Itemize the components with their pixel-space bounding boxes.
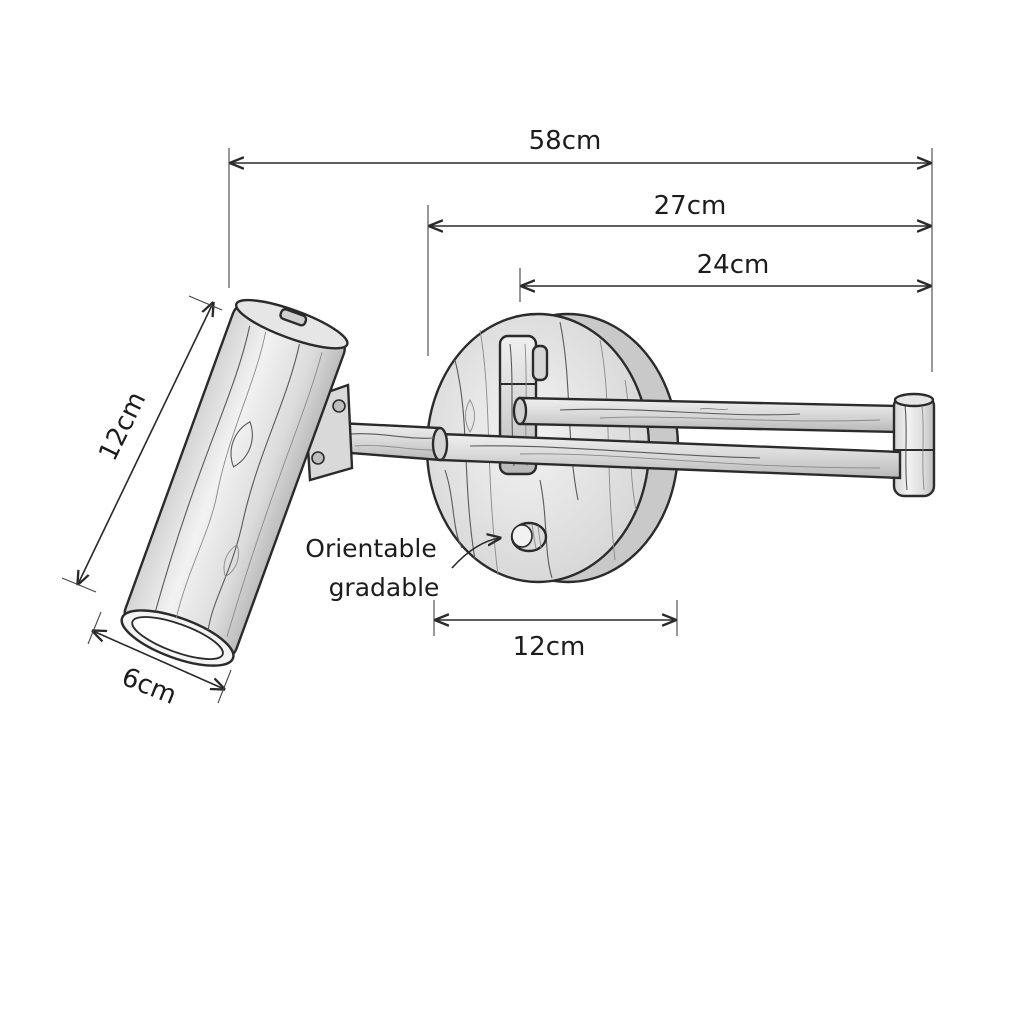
dimension-label-shade-length: 12cm xyxy=(93,387,152,466)
lamp-shade xyxy=(120,298,349,667)
dimension-label-arm: 27cm xyxy=(654,191,727,221)
dimension-label-swing: 24cm xyxy=(697,250,770,280)
dimension-line-6 xyxy=(93,631,224,689)
annotation-line-1: Orientable xyxy=(305,534,436,563)
dimmer-annotation: Orientable gradable xyxy=(305,534,500,602)
upper-arm xyxy=(512,396,902,434)
elbow-joint xyxy=(892,392,936,498)
dimension-label-total: 58cm xyxy=(529,126,602,156)
dimmer-knob xyxy=(510,521,548,553)
dimension-label-base: 12cm xyxy=(513,632,586,662)
dimension-label-shade-diameter: 6cm xyxy=(117,662,180,711)
extension-tick xyxy=(61,577,97,593)
extension-tick xyxy=(217,669,232,704)
extension-tick xyxy=(87,611,102,645)
annotation-line-2: gradable xyxy=(329,573,440,602)
dimension-line-shade-12 xyxy=(78,303,213,584)
extension-tick xyxy=(188,295,223,311)
annotation-arrow xyxy=(451,538,500,569)
